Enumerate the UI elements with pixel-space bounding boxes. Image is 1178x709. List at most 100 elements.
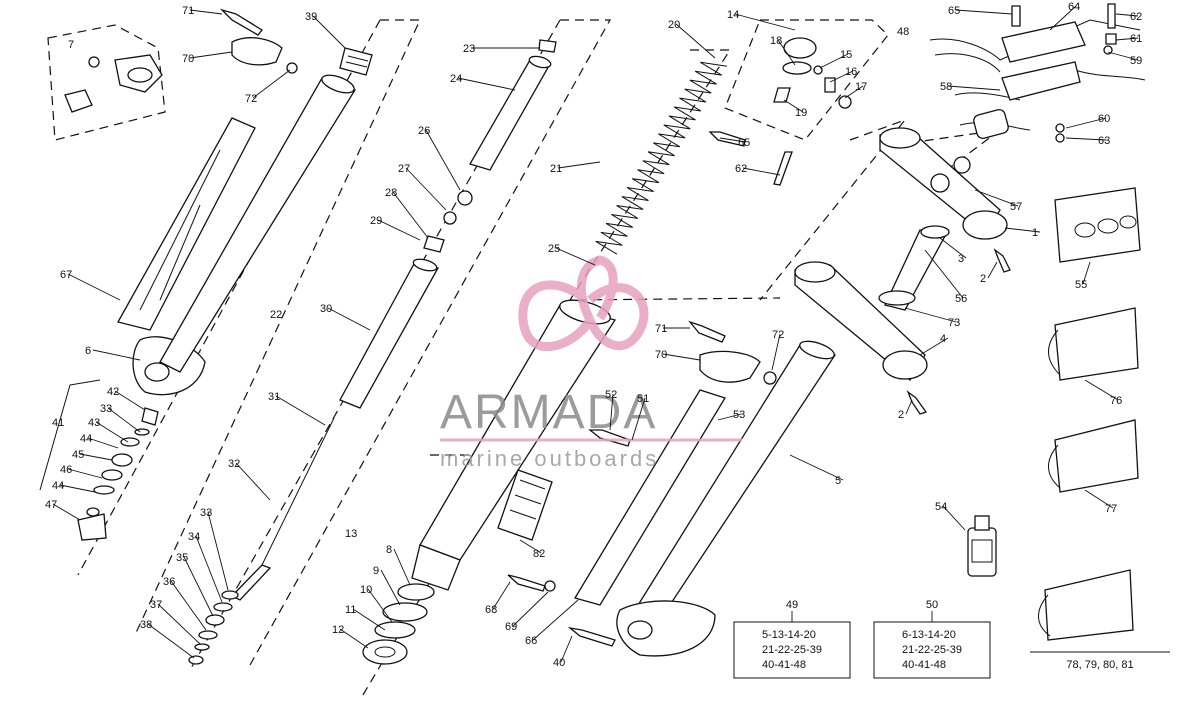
leader-line (919, 337, 949, 356)
callout-76: 76 (1110, 395, 1122, 407)
kit-box-49 (733, 621, 851, 679)
leader-line (377, 219, 421, 241)
leader-line (939, 237, 967, 259)
kit-line: 21-22-25-39 (902, 644, 962, 656)
callout-35: 35 (176, 552, 188, 564)
callout-66: 66 (525, 635, 537, 647)
callout-11: 11 (345, 604, 356, 616)
leader-line (457, 77, 516, 91)
leader-line (393, 548, 411, 586)
leader-line (717, 413, 742, 421)
callout-22: 22 (270, 309, 282, 321)
leader-line (609, 393, 614, 431)
logo-petal (518, 280, 594, 352)
callout-15: 15 (840, 49, 852, 61)
leader-line (275, 395, 326, 426)
footer-label: 78, 79, 80, 81 (1066, 659, 1133, 671)
callout-12: 12 (332, 624, 344, 636)
leader-line (947, 85, 1001, 91)
leader-line (783, 99, 804, 113)
callout-73: 73 (948, 317, 960, 329)
leader-line (942, 505, 966, 531)
leader-line (95, 421, 129, 443)
leader-line (380, 569, 401, 606)
leader-line (235, 462, 271, 501)
leader-line (924, 249, 964, 299)
callout-24: 24 (450, 73, 462, 85)
leader-line (183, 556, 214, 617)
callout-62a: 62 (735, 163, 747, 175)
callout-58: 58 (940, 81, 952, 93)
leader-line (734, 13, 796, 31)
callout-68: 68 (485, 604, 497, 616)
kit-box-50 (873, 621, 991, 679)
leader-line (560, 635, 573, 663)
callout-2b: 2 (898, 409, 904, 421)
leader-line (742, 167, 781, 176)
callout-59: 59 (1130, 55, 1142, 67)
callout-34: 34 (188, 531, 200, 543)
callout-45: 45 (72, 449, 84, 461)
callout-70b: 70 (655, 349, 667, 361)
leader-line (1115, 37, 1139, 41)
kit-line: 40-41-48 (762, 659, 806, 671)
kit-line: 40-41-48 (902, 659, 946, 671)
leader-line (114, 390, 146, 411)
callout-72b: 72 (772, 329, 784, 341)
callout-13: 13 (345, 528, 357, 540)
callout-56: 56 (955, 293, 967, 305)
leader-line (844, 85, 864, 99)
kit-line: 21-22-25-39 (762, 644, 822, 656)
kit-number-49: 49 (786, 599, 798, 611)
leader-line (207, 511, 229, 591)
callout-53: 53 (733, 409, 745, 421)
leader-line (789, 454, 844, 481)
leader-line (675, 23, 716, 59)
callout-33a: 33 (100, 403, 112, 415)
callout-25: 25 (548, 243, 560, 255)
callout-20: 20 (668, 19, 680, 31)
leader-line (904, 307, 957, 323)
callout-51: 51 (637, 393, 649, 405)
leader-line (425, 129, 461, 191)
callout-62b: 62 (1130, 11, 1142, 23)
callout-2a: 2 (980, 273, 986, 285)
kit-boxes: 49 5-13-14-20 21-22-25-39 40-41-48 50 6-… (733, 599, 1134, 679)
callout-7: 7 (68, 39, 74, 51)
callout-65b: 65 (948, 5, 960, 17)
callout-8: 8 (386, 544, 392, 556)
top-cap-48 (773, 37, 852, 109)
callout-72a: 72 (245, 93, 257, 105)
leader-line (631, 397, 646, 441)
leader-line (79, 453, 113, 461)
kit-line: 6-13-14-20 (902, 629, 956, 641)
callout-40: 40 (553, 657, 565, 669)
leader-line (107, 407, 141, 433)
leader-line (189, 51, 233, 59)
callout-10: 10 (360, 584, 372, 596)
callout-36: 36 (163, 576, 175, 588)
callout-71a: 71 (182, 5, 194, 17)
callout-41: 41 (52, 417, 64, 429)
callout-6: 6 (85, 345, 91, 357)
fork-leg-66 (574, 340, 837, 657)
leader-line (819, 53, 849, 69)
callout-21: 21 (550, 163, 562, 175)
callout-37: 37 (150, 599, 162, 611)
callout-60: 60 (1098, 113, 1110, 125)
callout-18: 18 (770, 35, 782, 47)
callout-3: 3 (958, 253, 964, 265)
leader-line (170, 580, 207, 631)
seal-strips (1030, 187, 1170, 653)
callout-27: 27 (398, 163, 410, 175)
callout-46: 46 (60, 464, 72, 476)
leader-line (987, 261, 998, 279)
leader-line (777, 39, 796, 66)
leader-line (519, 539, 542, 554)
watermark-tagline: marine outboards (440, 446, 659, 471)
callout-57: 57 (1010, 201, 1022, 213)
callout-1: 1 (1032, 227, 1038, 239)
